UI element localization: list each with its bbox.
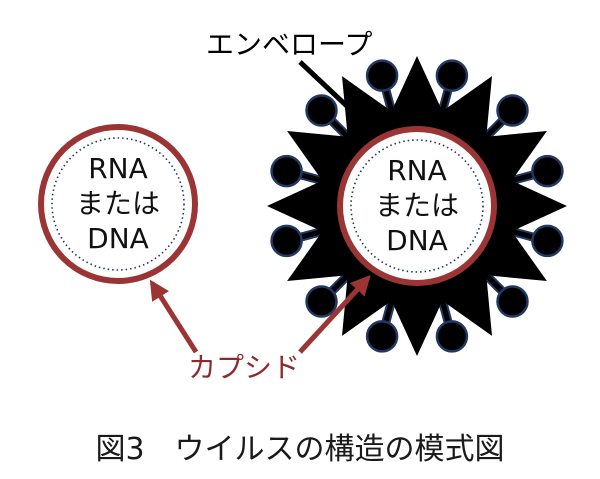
spike-knob xyxy=(270,224,303,258)
spike-knob xyxy=(305,285,338,318)
right-genome-boundary xyxy=(350,139,484,273)
right-genome-line-2: または xyxy=(375,189,459,222)
left-genome-boundary xyxy=(51,137,185,271)
spike-proteins xyxy=(270,59,564,353)
right-virus-particle: RNA または DNA xyxy=(267,56,567,356)
spike-knob xyxy=(305,94,338,127)
envelope-arrow xyxy=(298,60,369,127)
spike-knob xyxy=(270,154,303,188)
envelope-label: エンベロープ xyxy=(206,28,372,61)
spike-knob xyxy=(496,285,529,318)
right-genome-line-3: DNA xyxy=(386,224,448,257)
spike-knob xyxy=(496,94,529,127)
left-genome-line-2: または xyxy=(76,187,160,220)
spike-knob xyxy=(531,224,564,258)
spike-knob xyxy=(365,59,399,92)
left-virus-particle: RNA または DNA xyxy=(38,124,198,284)
capsid-arrow-right xyxy=(298,275,371,354)
spike-knob xyxy=(435,320,469,353)
figure-caption: 図3 ウイルスの構造の模式図 xyxy=(95,432,504,467)
left-genome-line-1: RNA xyxy=(88,152,148,185)
spike-knob xyxy=(531,154,564,188)
capsid-label: カプシド xyxy=(188,351,300,384)
capsid-arrow-left xyxy=(149,279,199,354)
spike-knob xyxy=(365,320,399,353)
left-genome-line-3: DNA xyxy=(87,222,149,255)
right-genome-line-1: RNA xyxy=(387,154,447,187)
spike-knob xyxy=(435,59,469,92)
left-capsid-ring xyxy=(38,124,198,284)
right-capsid-ring xyxy=(337,126,497,286)
